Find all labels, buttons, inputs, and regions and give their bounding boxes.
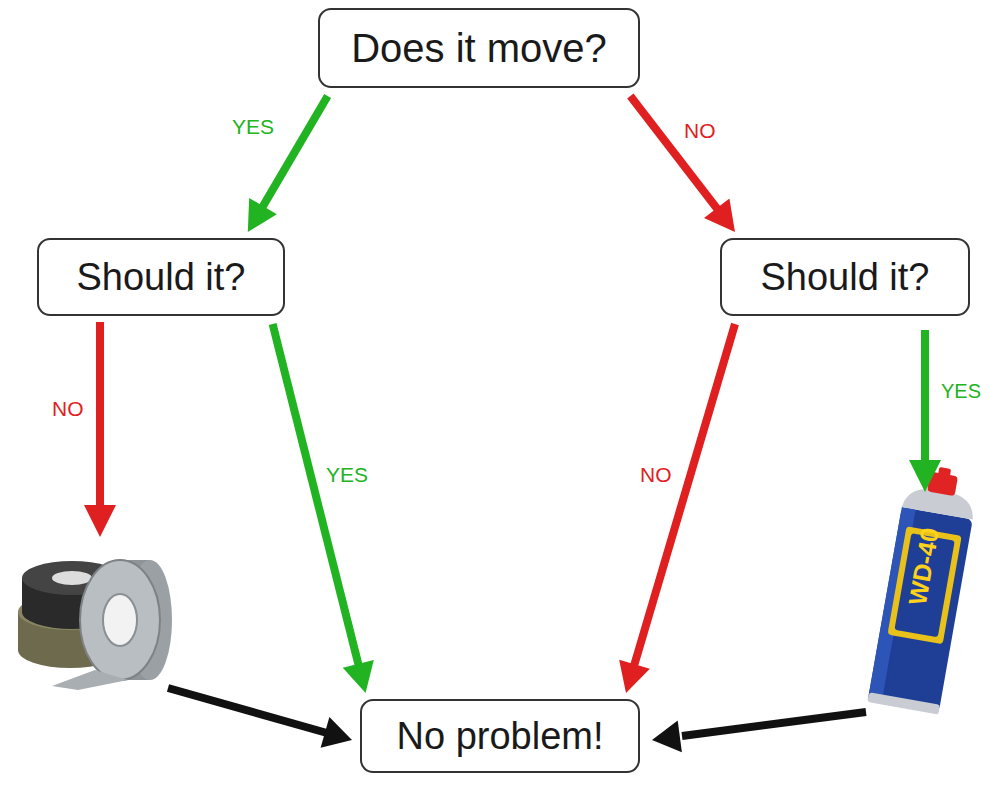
node-label: Does it move? xyxy=(351,26,607,71)
flow-arrow xyxy=(630,96,735,232)
can-to-result-arrow xyxy=(652,712,866,752)
node-label: Should it? xyxy=(76,256,245,299)
question-box: Should it? xyxy=(37,238,285,316)
flow-arrow xyxy=(273,324,374,693)
branch-label: NO xyxy=(684,120,716,141)
branch-label: YES xyxy=(326,464,368,485)
branch-label: NO xyxy=(640,464,672,485)
yes-arrow-to-can xyxy=(909,330,941,492)
product-logo: WD-40 xyxy=(905,526,943,607)
tape-to-result-arrow xyxy=(168,688,352,748)
question-box: Should it? xyxy=(720,238,970,316)
flow-arrow xyxy=(619,324,735,693)
node-label: No problem! xyxy=(397,715,604,758)
node-label: Should it? xyxy=(760,256,929,299)
question-box: Does it move? xyxy=(318,8,640,88)
no-arrow-to-tape xyxy=(84,322,116,537)
branch-label: YES xyxy=(941,381,981,401)
result-box: No problem! xyxy=(360,699,640,773)
duct-tape-illustration xyxy=(18,560,172,690)
branch-label: NO xyxy=(52,398,84,419)
branch-label: YES xyxy=(232,116,274,137)
wd40-can-illustration xyxy=(867,462,980,715)
